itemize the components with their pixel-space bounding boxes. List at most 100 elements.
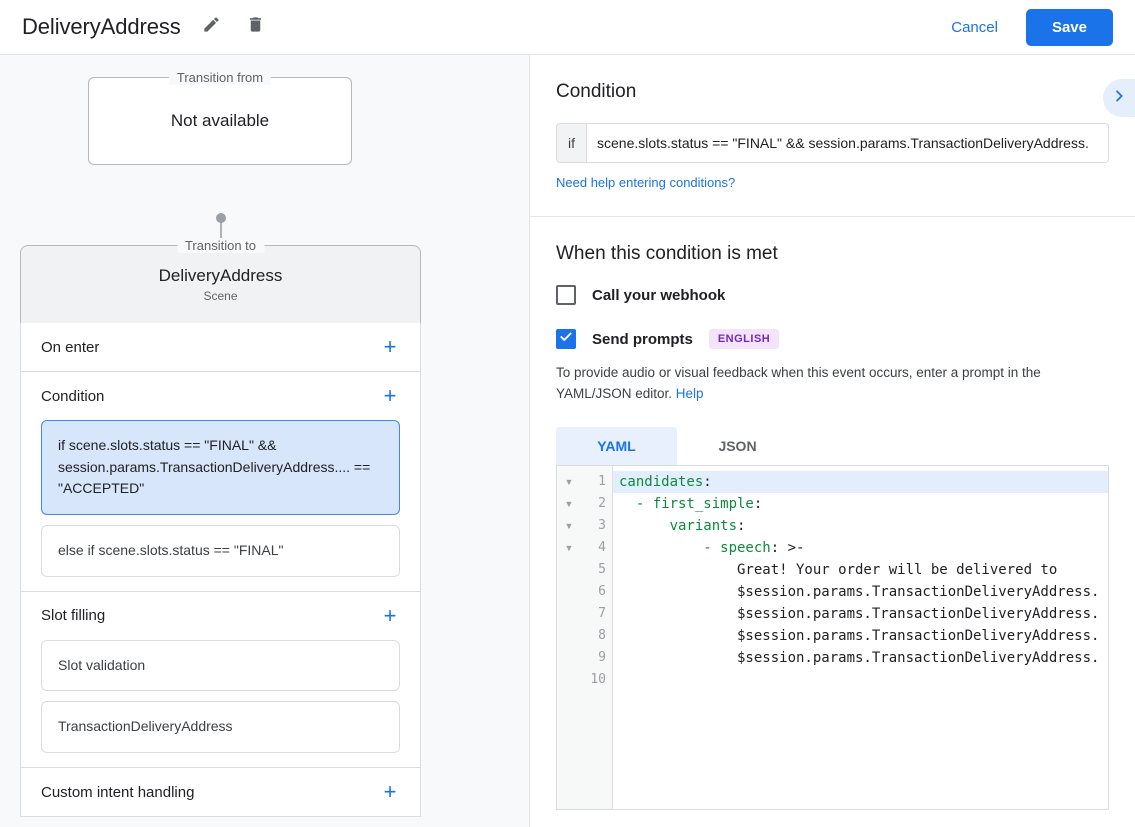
fold-spacer: [557, 647, 581, 669]
checkmark-icon: [559, 330, 573, 349]
line-number: 9: [598, 649, 606, 665]
line-number: 4: [598, 539, 606, 555]
list-item[interactable]: Slot validation: [41, 639, 400, 692]
code-editor[interactable]: ▼ ▼ ▼ ▼ 1 2 3 4 5 6 7 8 9 10 candidates: - first_sim…: [556, 464, 1109, 810]
section-body-condition: if scene.slots.status == "FINAL" && sess…: [21, 420, 420, 591]
transition-to-subtitle: Scene: [203, 289, 238, 303]
condition-input[interactable]: [586, 123, 1109, 163]
send-prompts-checkbox[interactable]: [556, 329, 576, 349]
list-item[interactable]: TransactionDeliveryAddress: [41, 701, 400, 754]
condition-heading: Condition: [556, 81, 637, 102]
prompts-hint-text: To provide audio or visual feedback when…: [556, 365, 1041, 401]
line-number: 1: [598, 473, 606, 489]
plus-icon[interactable]: +: [383, 383, 397, 408]
webhook-checkbox-row[interactable]: Call your webhook: [556, 285, 1109, 305]
code-line[interactable]: variants:: [613, 515, 1108, 537]
when-condition-met-block: When this condition is met Call your web…: [530, 217, 1135, 810]
section-header-custom-intent-handling[interactable]: Custom intent handling +: [21, 768, 420, 816]
line-number: 8: [598, 627, 606, 643]
left-panel: Transition from Not available Transition…: [0, 55, 529, 827]
yaml-punct: :: [753, 495, 763, 512]
section-title-slot-filling: Slot filling: [41, 607, 106, 625]
transition-from-node[interactable]: Transition from Not available: [88, 70, 352, 165]
section-condition: Condition + if scene.slots.status == "FI…: [21, 372, 420, 592]
line-number: 7: [598, 605, 606, 621]
code-line[interactable]: candidates:: [613, 470, 1108, 493]
code-line[interactable]: - first_simple:: [613, 493, 1108, 515]
scene-sections-card: On enter + Condition + if scene.slots.st…: [20, 323, 421, 818]
condition-block: Condition if Need help entering conditio…: [530, 55, 1135, 217]
transition-to-legend: Transition to: [176, 238, 265, 253]
condition-help-link[interactable]: Need help entering conditions?: [556, 175, 736, 190]
fold-spacer: [557, 559, 581, 581]
right-panel: Condition if Need help entering conditio…: [529, 55, 1135, 827]
tab-yaml[interactable]: YAML: [556, 426, 677, 465]
code-line[interactable]: [613, 669, 1108, 691]
edit-name-button[interactable]: [195, 10, 229, 44]
code-line[interactable]: Great! Your order will be delivered to: [619, 561, 1058, 578]
fold-toggle-icon[interactable]: ▼: [564, 542, 574, 553]
list-item[interactable]: else if scene.slots.status == "FINAL": [41, 525, 400, 577]
line-number: 2: [598, 495, 606, 511]
line-number: 5: [598, 561, 606, 577]
list-item[interactable]: if scene.slots.status == "FINAL" && sess…: [41, 420, 400, 516]
section-header-condition[interactable]: Condition +: [21, 372, 420, 420]
expand-panel-button[interactable]: [1103, 79, 1135, 117]
condition-if-prefix: if: [556, 123, 586, 163]
section-header-on-enter[interactable]: On enter +: [21, 323, 420, 371]
fold-toggle-icon[interactable]: ▼: [564, 476, 574, 487]
prompts-help-link[interactable]: Help: [675, 385, 704, 401]
code-line[interactable]: $session.params.TransactionDeliveryAddre…: [619, 649, 1100, 666]
transition-from-title: Not available: [170, 111, 270, 130]
section-on-enter: On enter +: [21, 323, 420, 372]
yaml-key: - first_simple: [619, 495, 754, 512]
plus-icon[interactable]: +: [383, 602, 397, 628]
yaml-punct: :: [703, 473, 712, 490]
pencil-icon: [202, 15, 221, 39]
chevron-right-icon: [1111, 88, 1127, 109]
fold-spacer: [557, 603, 581, 625]
code-line[interactable]: $session.params.TransactionDeliveryAddre…: [619, 627, 1100, 644]
trash-icon: [246, 15, 265, 39]
prompts-hint: To provide audio or visual feedback when…: [556, 363, 1109, 405]
section-body-slot-filling: Slot validation TransactionDeliveryAddre…: [21, 639, 420, 767]
page-title: DeliveryAddress: [22, 14, 181, 39]
section-slot-filling: Slot filling + Slot validation Transacti…: [21, 592, 420, 769]
yaml-punct: : >-: [770, 539, 805, 556]
section-title-condition: Condition: [41, 387, 105, 405]
fold-toggle-icon[interactable]: ▼: [564, 520, 574, 531]
when-met-heading: When this condition is met: [556, 243, 778, 264]
call-webhook-checkbox[interactable]: [556, 285, 576, 305]
fold-spacer: [557, 581, 581, 603]
cancel-button[interactable]: Cancel: [937, 10, 1012, 45]
line-number: 3: [598, 517, 606, 533]
code-line[interactable]: - speech: >-: [613, 537, 1108, 559]
transition-from-legend: Transition from: [168, 70, 272, 85]
send-prompts-row[interactable]: Send prompts ENGLISH: [556, 329, 1109, 349]
line-number: 6: [598, 583, 606, 599]
language-badge: ENGLISH: [708, 329, 780, 349]
editor-format-tabs: YAML JSON: [556, 426, 1109, 465]
section-custom-intent-handling: Custom intent handling +: [21, 768, 420, 816]
plus-icon[interactable]: +: [383, 779, 397, 805]
section-header-slot-filling[interactable]: Slot filling +: [21, 592, 420, 640]
line-number: 10: [590, 671, 606, 687]
plus-icon[interactable]: +: [383, 334, 397, 359]
code-line[interactable]: $session.params.TransactionDeliveryAddre…: [619, 583, 1100, 600]
tab-json[interactable]: JSON: [718, 437, 757, 454]
yaml-key: - speech: [619, 539, 771, 556]
editor-code-area[interactable]: candidates: - first_simple: variants: - …: [613, 466, 1108, 809]
editor-line-numbers: 1 2 3 4 5 6 7 8 9 10: [581, 465, 613, 809]
yaml-punct: :: [737, 517, 746, 534]
delete-button[interactable]: [239, 10, 273, 44]
code-line[interactable]: $session.params.TransactionDeliveryAddre…: [619, 605, 1100, 622]
save-button[interactable]: Save: [1025, 8, 1113, 46]
call-webhook-label: Call your webhook: [592, 286, 726, 304]
yaml-key: variants: [619, 517, 738, 534]
fold-toggle-icon[interactable]: ▼: [564, 498, 574, 509]
condition-field-row: if: [556, 123, 1109, 163]
top-app-bar: DeliveryAddress Cancel Save: [0, 0, 1135, 55]
transition-to-node[interactable]: Transition to DeliveryAddress Scene: [20, 238, 421, 323]
editor-fold-gutter[interactable]: ▼ ▼ ▼ ▼: [557, 465, 581, 809]
section-title-custom-intent-handling: Custom intent handling: [41, 783, 195, 801]
